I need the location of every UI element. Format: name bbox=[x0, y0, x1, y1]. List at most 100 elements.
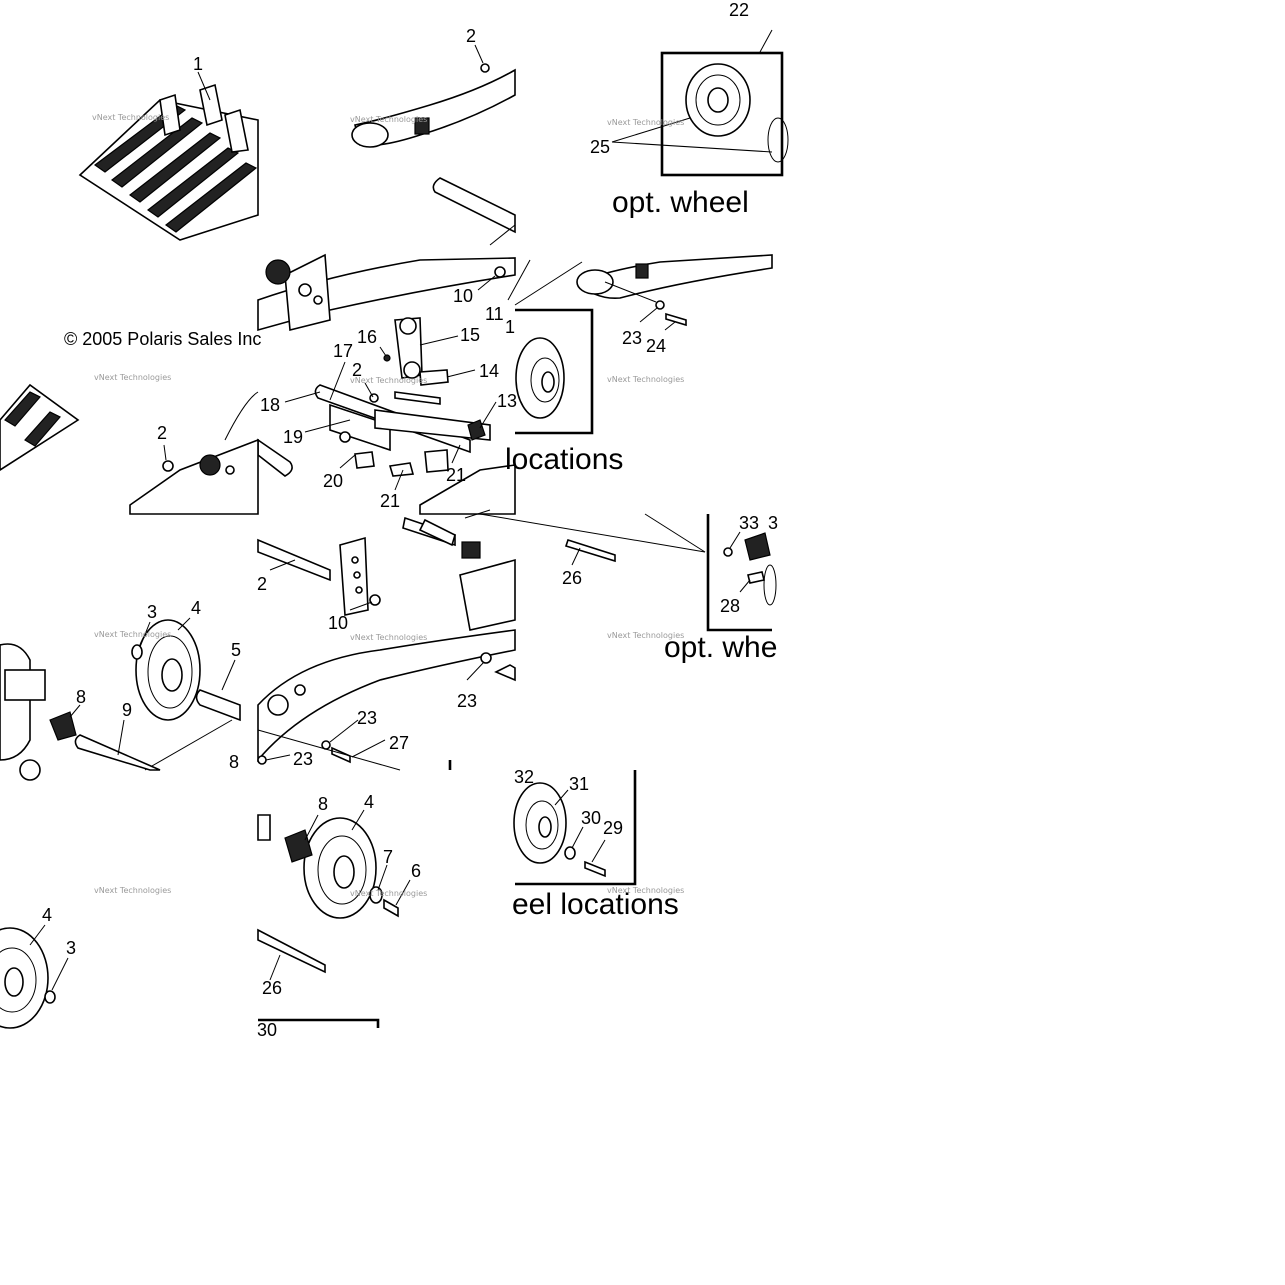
idler-wheel-4b bbox=[257, 814, 399, 919]
watermarks: vNext Technologies vNext Technologies vN… bbox=[92, 113, 684, 898]
callout: 28 bbox=[720, 596, 740, 616]
svg-text:vNext Technologies: vNext Technologies bbox=[94, 886, 171, 895]
leader-line bbox=[221, 659, 236, 691]
leader-lines-row2 bbox=[284, 335, 497, 491]
leader-line bbox=[69, 704, 81, 718]
callout: 21 bbox=[446, 465, 466, 485]
callout: 23 bbox=[357, 708, 377, 728]
option-box-2 bbox=[515, 308, 594, 435]
leader-line bbox=[29, 924, 46, 946]
svg-text:vNext Technologies: vNext Technologies bbox=[350, 376, 427, 385]
idler-wheel-4a bbox=[131, 619, 201, 721]
svg-text:vNext Technologies: vNext Technologies bbox=[350, 889, 427, 898]
leader-line bbox=[514, 261, 583, 306]
callout: 19 bbox=[283, 427, 303, 447]
callout: 2 bbox=[157, 423, 167, 443]
callout: 8 bbox=[229, 752, 239, 772]
callout: 15 bbox=[460, 325, 480, 345]
torque-arm-assembly bbox=[257, 317, 491, 477]
callout: 2 bbox=[352, 360, 362, 380]
callout: 30 bbox=[581, 808, 601, 828]
option-box-5 bbox=[258, 1018, 380, 1028]
callout: 21 bbox=[380, 491, 400, 511]
callout: 20 bbox=[323, 471, 343, 491]
svg-text:vNext Technologies: vNext Technologies bbox=[350, 633, 427, 642]
callout: 33 bbox=[739, 513, 759, 533]
rail-right bbox=[576, 254, 773, 327]
callout: 3 bbox=[66, 938, 76, 958]
idler-wheel-opt bbox=[685, 63, 789, 163]
leader-line bbox=[507, 259, 531, 301]
callout: 4 bbox=[42, 905, 52, 925]
leader-line bbox=[474, 44, 484, 64]
leader-line bbox=[489, 224, 516, 246]
callout: 26 bbox=[262, 978, 282, 998]
idler-wheel-left bbox=[0, 643, 46, 781]
callout: 26 bbox=[562, 568, 582, 588]
leader-line bbox=[639, 307, 658, 323]
track-part bbox=[78, 83, 259, 241]
leader-line bbox=[571, 547, 581, 566]
callout: 9 bbox=[122, 700, 132, 720]
idler-wheel-4c bbox=[0, 927, 56, 1029]
callout: 16 bbox=[357, 327, 377, 347]
callout: 6 bbox=[411, 861, 421, 881]
callout: 27 bbox=[389, 733, 409, 753]
leader-line bbox=[51, 957, 69, 991]
callout: 4 bbox=[191, 598, 201, 618]
callout-numbers: 1 2 22 25 10 11 1 16 15 17 2 14 18 13 19… bbox=[42, 0, 778, 1040]
option-box-3 bbox=[706, 514, 777, 632]
leader-line bbox=[177, 617, 191, 631]
callout: 18 bbox=[260, 395, 280, 415]
callout: 14 bbox=[479, 361, 499, 381]
callout: 11 bbox=[485, 304, 504, 324]
callout: 5 bbox=[231, 640, 241, 660]
callout: 23 bbox=[293, 749, 313, 769]
leader-lines-row3 bbox=[265, 509, 491, 761]
svg-text:vNext Technologies: vNext Technologies bbox=[607, 631, 684, 640]
callout: 2 bbox=[257, 574, 267, 594]
callout: 7 bbox=[383, 847, 393, 867]
rail-left-assembly bbox=[257, 253, 516, 332]
callout: 2 bbox=[466, 26, 476, 46]
leader-line bbox=[664, 321, 676, 331]
callout: 30 bbox=[257, 1020, 277, 1040]
svg-text:vNext Technologies: vNext Technologies bbox=[94, 630, 171, 639]
callout: 23 bbox=[622, 328, 642, 348]
mount-block-8 bbox=[49, 711, 77, 741]
callout: 13 bbox=[497, 391, 517, 411]
svg-text:vNext Technologies: vNext Technologies bbox=[607, 375, 684, 384]
leader-line bbox=[477, 275, 496, 291]
callout: 10 bbox=[453, 286, 473, 306]
leader-line bbox=[197, 71, 211, 101]
svg-text:vNext Technologies: vNext Technologies bbox=[350, 115, 427, 124]
callout: 22 bbox=[729, 0, 749, 20]
caption-locations: locations bbox=[505, 443, 623, 476]
shaft bbox=[432, 177, 516, 234]
rail-row2-left bbox=[129, 391, 259, 515]
svg-text:vNext Technologies: vNext Technologies bbox=[92, 113, 169, 122]
svg-text:vNext Technologies: vNext Technologies bbox=[94, 373, 171, 382]
shaft-lower bbox=[418, 518, 456, 547]
callout: 10 bbox=[328, 613, 348, 633]
caption-opt-whe: opt. whe bbox=[664, 631, 777, 664]
callout: 31 bbox=[569, 774, 589, 794]
leader-line bbox=[759, 29, 773, 53]
caption-opt-wheel: opt. wheel bbox=[612, 186, 749, 219]
leader-line bbox=[611, 117, 691, 143]
callout: 32 bbox=[514, 767, 534, 787]
leader-line bbox=[604, 281, 657, 303]
leader-line bbox=[729, 531, 741, 549]
bolt-26-lower bbox=[257, 928, 326, 974]
spacer-5 bbox=[195, 689, 241, 722]
callout: 23 bbox=[457, 691, 477, 711]
track-part-lower bbox=[0, 383, 80, 471]
callout: 1 bbox=[193, 54, 203, 74]
rail-mid bbox=[419, 464, 516, 515]
callout: 29 bbox=[603, 818, 623, 838]
axle-9 bbox=[74, 734, 161, 771]
svg-text:vNext Technologies: vNext Technologies bbox=[607, 886, 684, 895]
callout: 3 bbox=[768, 513, 778, 533]
rail-top bbox=[351, 63, 516, 148]
